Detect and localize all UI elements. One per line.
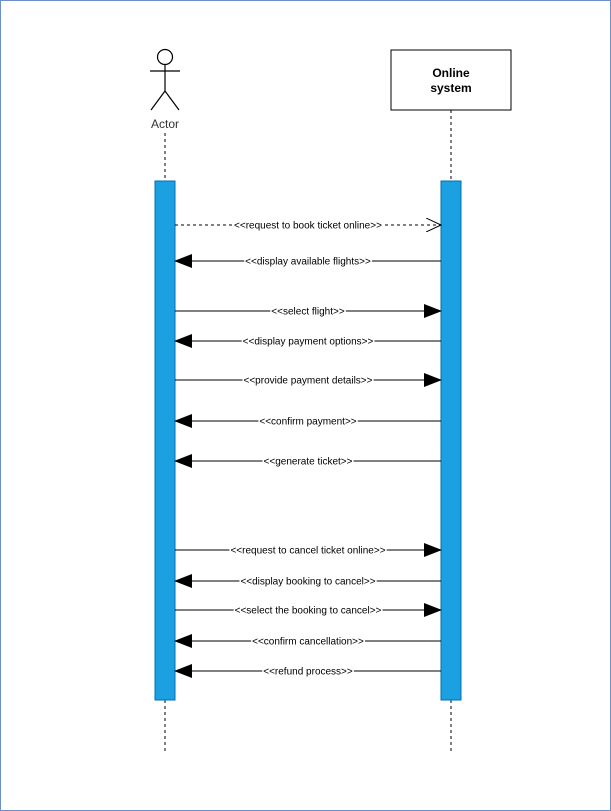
message-label-background bbox=[262, 456, 354, 468]
message-label-background bbox=[233, 605, 383, 617]
message-label-background bbox=[270, 306, 346, 318]
message-label: <<request to book ticket online>> bbox=[234, 221, 382, 232]
system-box bbox=[390, 49, 512, 111]
message-label: <<confirm cancellation>> bbox=[252, 637, 364, 648]
message-label-background bbox=[233, 220, 384, 232]
system-label-line2: system bbox=[430, 81, 471, 95]
message-label-background bbox=[258, 416, 358, 428]
message-label-background bbox=[262, 666, 354, 678]
actor-left-leg bbox=[150, 90, 166, 111]
message-list: <<request to book ticket online>> <<displ… bbox=[174, 220, 442, 678]
message-label-background bbox=[242, 375, 374, 387]
system-label-line1: Online bbox=[432, 66, 470, 80]
actor-label: Actor bbox=[151, 117, 179, 131]
message-label: <<request to cancel ticket online>> bbox=[230, 546, 385, 557]
message-label: <<select the booking to cancel>> bbox=[235, 606, 382, 617]
message-label-background bbox=[229, 545, 387, 557]
message-label: <<provide payment details>> bbox=[244, 376, 373, 387]
message-label: <<display available flights>> bbox=[245, 257, 371, 268]
message-label-background bbox=[239, 576, 377, 588]
message-label-background bbox=[251, 636, 366, 648]
actor-stick-figure-icon bbox=[150, 48, 180, 111]
system-activation-bar bbox=[440, 180, 462, 701]
message-label-background bbox=[244, 256, 372, 268]
message-label: <<confirm payment>> bbox=[259, 417, 356, 428]
actor-head bbox=[156, 48, 174, 66]
actor-right-leg bbox=[164, 90, 180, 111]
message-label: <<refund process>> bbox=[263, 667, 353, 678]
message-label: <<display payment options>> bbox=[243, 337, 374, 348]
message-label-background bbox=[241, 336, 375, 348]
message-label: <<display booking to cancel>> bbox=[240, 577, 375, 588]
message-label: <<generate ticket>> bbox=[264, 457, 353, 468]
actor-activation-bar bbox=[154, 180, 176, 701]
message-label: <<select flight>> bbox=[271, 307, 345, 318]
